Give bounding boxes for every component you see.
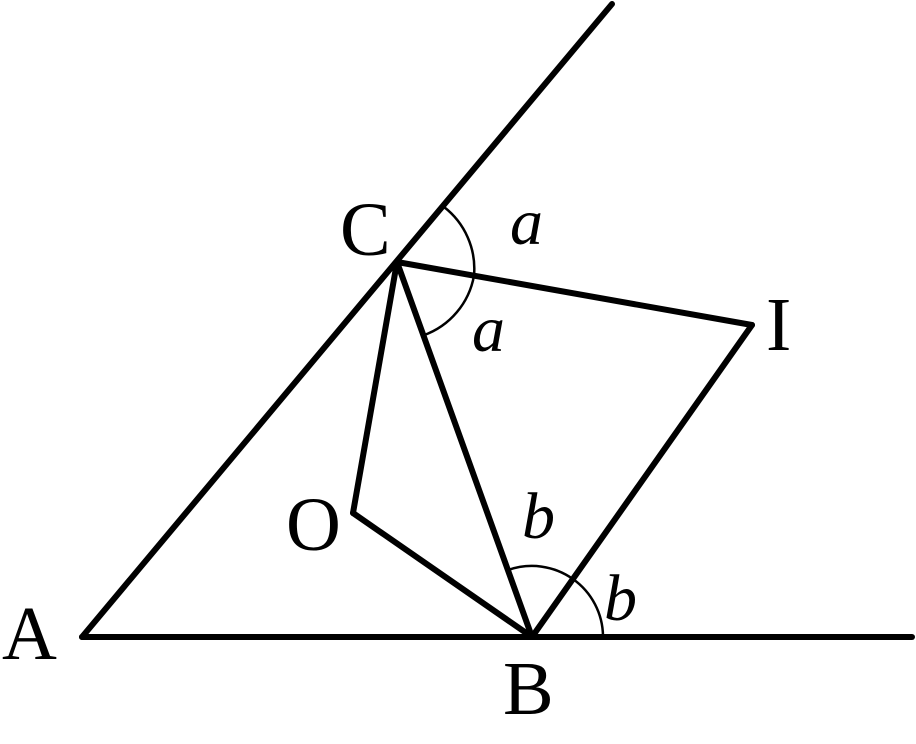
angle-label-B-lower: b: [604, 562, 637, 635]
angle-label-C-exterior: a: [510, 186, 543, 259]
point-label-O: O: [286, 483, 341, 567]
segment-C-O: [350, 259, 400, 516]
segment-O-B: [350, 510, 535, 640]
point-label-B: B: [503, 647, 554, 731]
point-label-I: I: [766, 283, 791, 367]
segment-I-B: [529, 322, 755, 640]
angle-arc-C-interior: [422, 275, 476, 337]
angle-label-B-upper: b: [522, 480, 555, 553]
angle-label-C-interior: a: [472, 293, 505, 366]
segment-C-B: [394, 259, 535, 640]
ray-A-through-C: [79, 1, 615, 640]
angle-arc-C-exterior: [442, 205, 476, 276]
segment-C-I: [394, 259, 755, 328]
angle-arc-B-lower: [572, 577, 605, 638]
angle-arc-B-upper: [507, 564, 574, 581]
point-label-A: A: [2, 592, 57, 676]
point-label-C: C: [340, 188, 391, 272]
